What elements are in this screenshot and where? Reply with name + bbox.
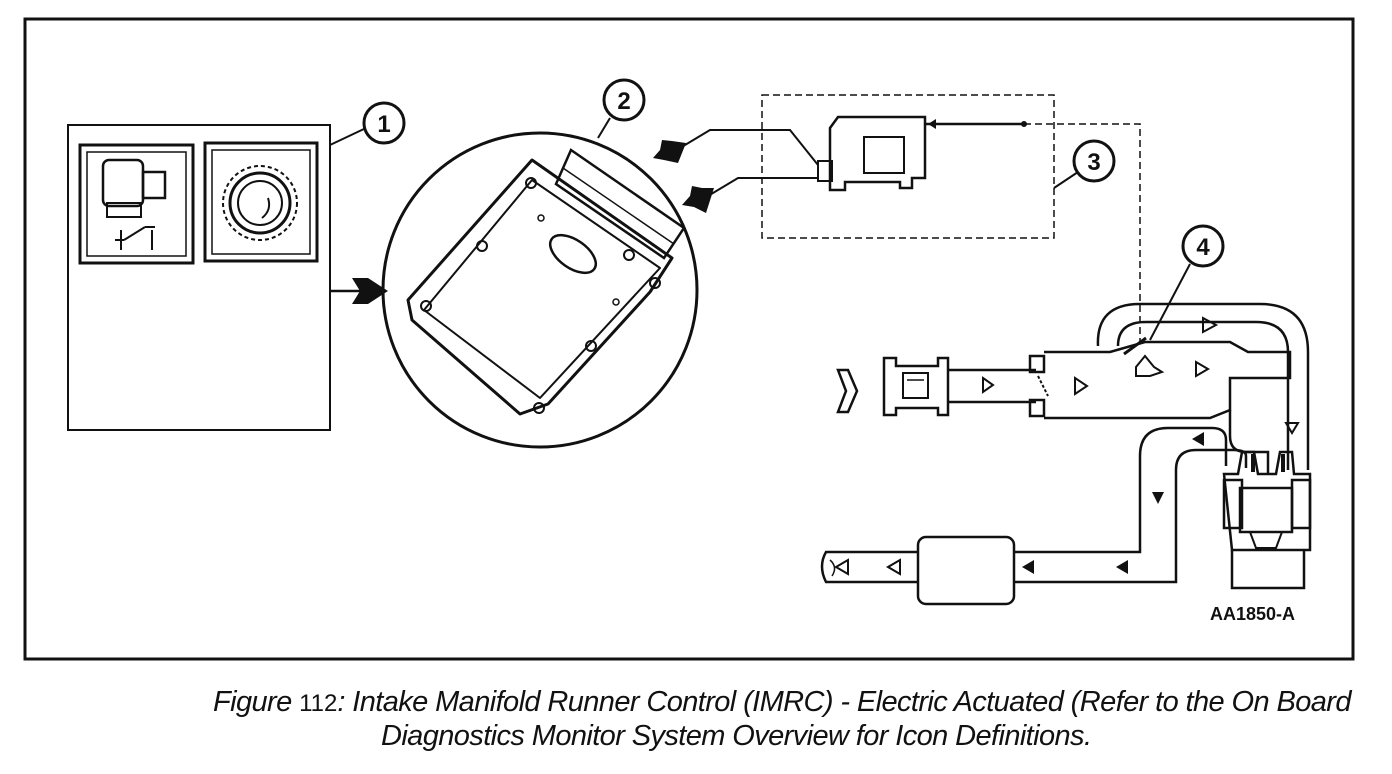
runner-control-valve-icon: [1123, 336, 1165, 377]
callout-4: 4: [1149, 224, 1225, 341]
callout-3: 3: [1053, 139, 1116, 189]
drawing-code: AA1850-A: [1210, 604, 1295, 624]
pcm-output-arrow-upper: [653, 140, 686, 163]
caption-prefix: Figure: [213, 686, 292, 718]
actuator-wire-upper: [679, 129, 819, 166]
callout-2-label: 2: [617, 88, 630, 115]
intake-path: [836, 302, 1310, 474]
inlet-flow-arrow: [836, 368, 859, 414]
actuator-wire-lower: [707, 177, 818, 197]
caption-separator: :: [337, 686, 345, 718]
caption-number: 112: [299, 690, 338, 717]
catalytic-converter-icon: [916, 535, 1016, 606]
caption-line-2: Diagnostics Monitor System Overview for …: [381, 720, 1092, 752]
throttle-position-sensor-icon: [78, 143, 195, 265]
actuator-link-dashed: [1024, 123, 1141, 342]
imrc-diagram: 1 2 3 4 AA1850-A: [23, 17, 1355, 661]
crankshaft-position-sensor-icon: [203, 141, 319, 263]
pcm-module-icon: [381, 131, 699, 449]
diagram-frame: [23, 17, 1355, 661]
imrc-actuator-icon: [761, 94, 1055, 239]
figure-caption: Figure 112: Intake Manifold Runner Contr…: [213, 686, 1363, 753]
pcm-input-arrow-lower: [682, 186, 714, 213]
callout-1-label: 1: [377, 111, 390, 138]
callout-2: 2: [597, 78, 646, 139]
throttle-body-icon: [1028, 354, 1049, 418]
sensor-input-panel: [67, 124, 331, 431]
callout-4-label: 4: [1196, 234, 1210, 261]
callout-3-label: 3: [1087, 149, 1100, 176]
caption-line-1: Intake Manifold Runner Control (IMRC) - …: [344, 686, 1351, 718]
input-arrow-to-pcm: [352, 278, 388, 304]
exhaust-path: [820, 426, 1248, 606]
air-cleaner-icon: [882, 356, 950, 417]
callout-1: 1: [329, 101, 406, 146]
